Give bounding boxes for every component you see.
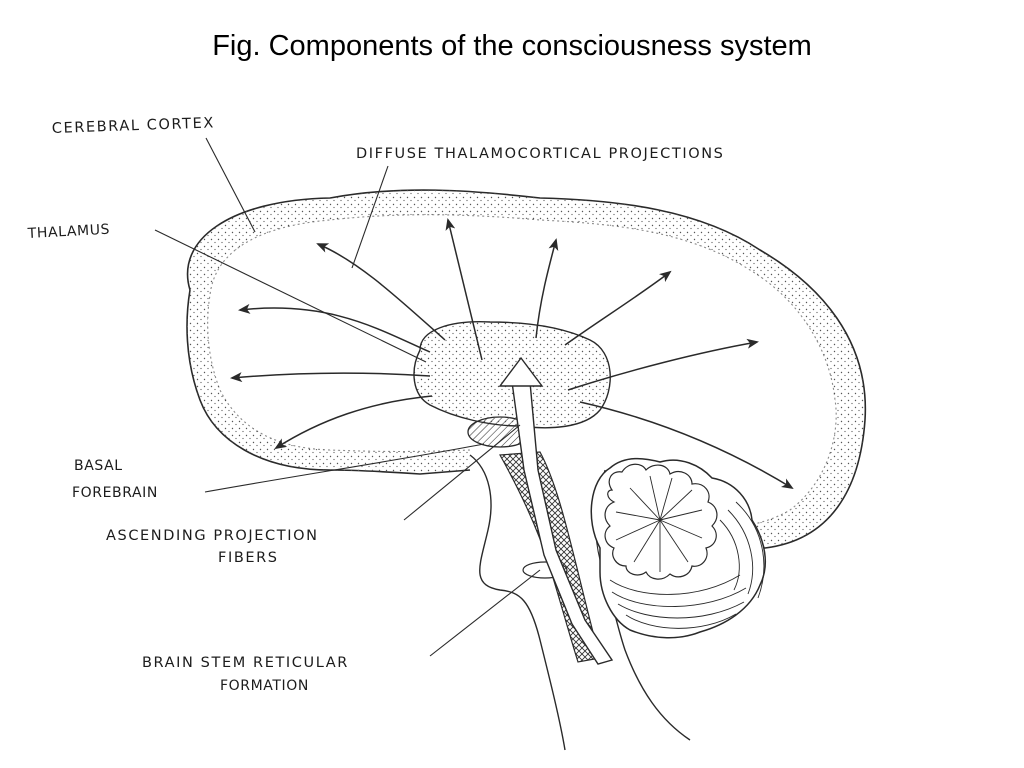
projection-arrow	[274, 395, 433, 450]
projection-arrow	[567, 338, 759, 391]
projection-arrow	[535, 238, 559, 339]
ascending-fibers-shape	[498, 356, 614, 665]
projection-arrow	[579, 401, 794, 490]
label-forebrain: FOREBRAIN	[72, 485, 158, 501]
slide-title: Fig. Components of the consciousness sys…	[212, 30, 812, 62]
label-basal: BASAL	[74, 458, 123, 474]
projection-arrow	[230, 372, 431, 383]
projection-arrow	[316, 243, 446, 341]
projection-arrows	[230, 218, 794, 490]
cerebellum-shape	[590, 457, 767, 639]
label-ascending-projection: ASCENDING PROJECTION	[106, 528, 319, 544]
projection-arrow	[445, 218, 483, 361]
projection-arrow	[238, 303, 431, 353]
label-formation: FORMATION	[220, 678, 309, 694]
cerebral-cortex-shape	[186, 189, 867, 554]
label-fibers: FIBERS	[218, 550, 279, 566]
leader-lines	[154, 137, 541, 657]
label-brain-stem-reticular: BRAIN STEM RETICULAR	[142, 655, 349, 671]
label-diffuse-projections: DIFFUSE THALAMOCORTICAL PROJECTIONS	[356, 146, 724, 162]
diagram-labels: CEREBRAL CORTEX DIFFUSE THALAMOCORTICAL …	[26, 115, 724, 694]
label-thalamus: THALAMUS	[26, 222, 110, 242]
projection-arrow	[564, 270, 672, 346]
label-cerebral-cortex: CEREBRAL CORTEX	[52, 115, 216, 137]
